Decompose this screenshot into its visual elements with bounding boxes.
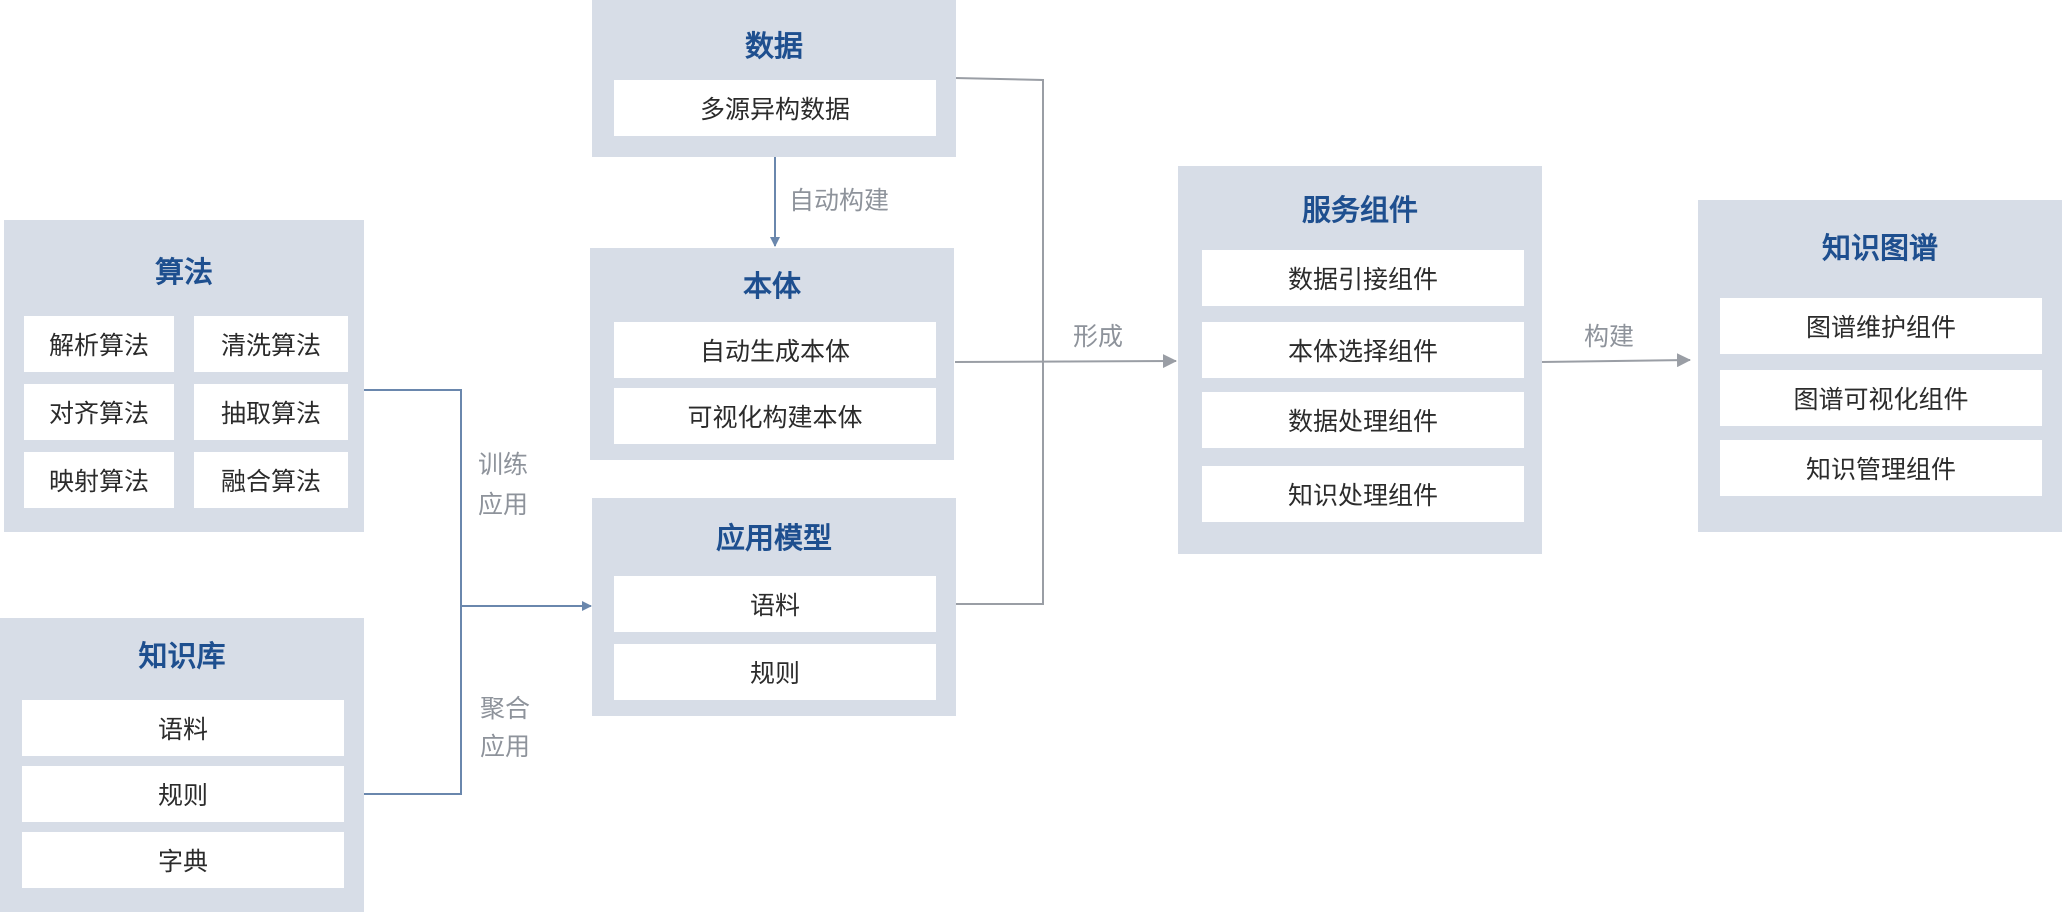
knowledge-base-title: 知识库: [138, 639, 226, 673]
ontology-panel: 本体 自动生成本体 可视化构建本体: [590, 248, 954, 460]
knowledge-graph-item: 图谱可视化组件: [1720, 370, 2042, 426]
edge-label-form: 形成: [1073, 322, 1124, 351]
app-model-item: 语料: [614, 576, 936, 632]
algorithm-item: 解析算法: [24, 316, 174, 372]
edge-label-auto-build: 自动构建: [789, 186, 890, 215]
arrow-to-service: [954, 354, 1177, 369]
service-item: 数据引接组件: [1202, 250, 1524, 306]
knowledge-base-item: 语料: [22, 700, 344, 756]
knowledge-graph-panel: 知识图谱 图谱维护组件 图谱可视化组件 知识管理组件: [1698, 200, 2062, 532]
service-item: 数据处理组件: [1202, 392, 1524, 448]
algorithm-item: 映射算法: [24, 452, 174, 508]
service-panel: 服务组件 数据引接组件 本体选择组件 数据处理组件 知识处理组件: [1178, 166, 1542, 554]
edge-label-aggregate: 聚合: [480, 694, 531, 723]
edge-label-aggregate-apply: 应用: [480, 732, 531, 761]
ontology-item: 自动生成本体: [614, 322, 936, 378]
knowledge-base-item: 字典: [22, 832, 344, 888]
line-data-to-bus: [954, 77, 1044, 605]
app-model-title: 应用模型: [715, 521, 832, 555]
knowledge-graph-item: 知识管理组件: [1720, 440, 2042, 496]
service-title: 服务组件: [1301, 193, 1418, 227]
knowledge-graph-item: 图谱维护组件: [1720, 298, 2042, 354]
service-item: 知识处理组件: [1202, 466, 1524, 522]
algorithm-item: 抽取算法: [194, 384, 348, 440]
data-panel: 数据 多源异构数据: [592, 0, 956, 157]
arrow-service-to-kg: [1540, 353, 1691, 368]
knowledge-base-panel: 知识库 语料 规则 字典: [0, 618, 364, 912]
data-item: 多源异构数据: [614, 80, 936, 136]
app-model-panel: 应用模型 语料 规则: [592, 498, 956, 716]
ontology-title: 本体: [742, 269, 801, 303]
data-title: 数据: [744, 29, 803, 63]
ontology-item: 可视化构建本体: [614, 388, 936, 444]
edge-label-build: 构建: [1584, 322, 1635, 351]
algorithm-title: 算法: [154, 255, 213, 289]
knowledge-graph-title: 知识图谱: [1821, 231, 1938, 265]
edge-label-train: 训练: [478, 450, 529, 479]
line-knowledge-base-to-junction: [364, 606, 462, 795]
algorithm-item: 对齐算法: [24, 384, 174, 440]
line-algorithm-to-junction: [364, 389, 462, 606]
app-model-item: 规则: [614, 644, 936, 700]
service-item: 本体选择组件: [1202, 322, 1524, 378]
edge-label-train-apply: 应用: [478, 490, 529, 519]
algorithm-item: 融合算法: [194, 452, 348, 508]
knowledge-base-item: 规则: [22, 766, 344, 822]
algorithm-panel: 算法 解析算法 清洗算法 对齐算法 抽取算法 映射算法 融合算法: [4, 220, 364, 532]
algorithm-item: 清洗算法: [194, 316, 348, 372]
